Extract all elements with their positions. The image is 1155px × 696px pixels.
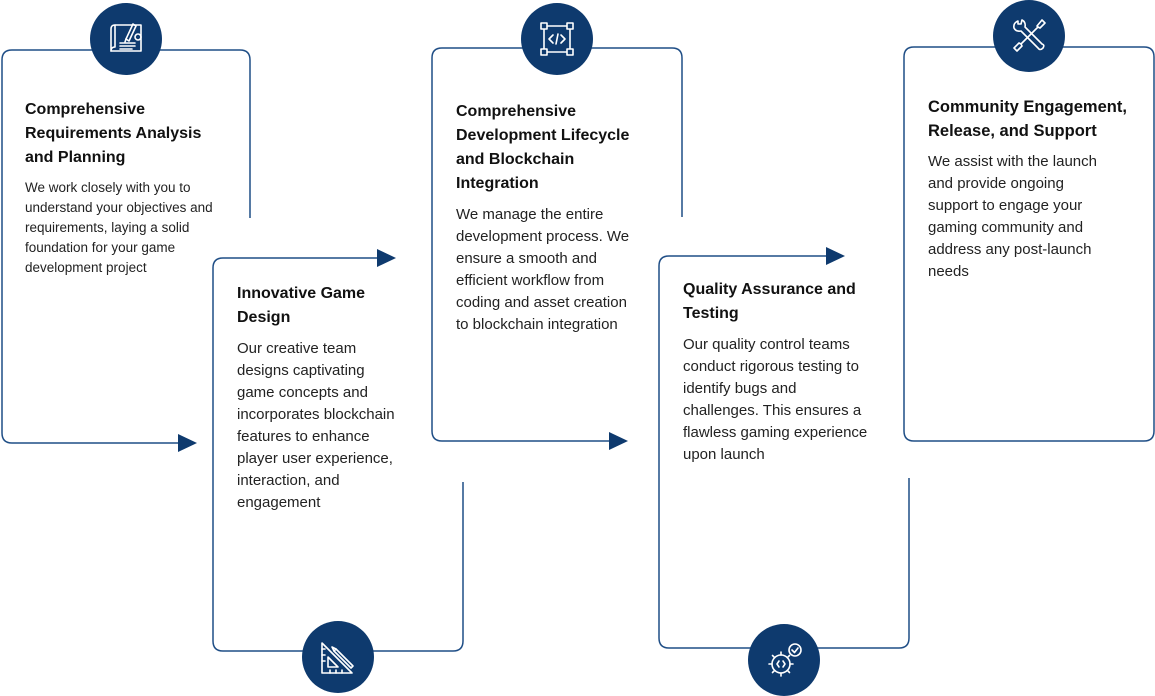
- step-title: Quality Assurance and Testing: [683, 281, 856, 322]
- step-title: Innovative Game Design: [237, 285, 366, 326]
- arrow-icon: [609, 432, 628, 450]
- step-card-3: Comprehensive Development Lifecycle and …: [456, 100, 642, 336]
- card-2-outline: [212, 257, 464, 652]
- arrow-icon: [377, 249, 396, 267]
- step-card-2: Innovative Game Design Our creative team…: [237, 282, 402, 514]
- card-3-outline: [431, 47, 683, 442]
- step-card-5: Community Engagement, Release, and Suppo…: [928, 95, 1150, 283]
- arrow-icon: [826, 247, 845, 265]
- step-card-4: Quality Assurance and Testing Our qualit…: [683, 278, 875, 466]
- card-1-outline: [1, 49, 251, 444]
- card-4-outline: [658, 255, 910, 649]
- design-tools-icon: [302, 621, 374, 693]
- code-gear-check-icon: [748, 624, 820, 696]
- step-description: Our quality control teams conduct rigoro…: [683, 336, 868, 463]
- code-frame-icon: [521, 3, 593, 75]
- card-5-outline: [903, 46, 1155, 442]
- step-title: Community Engagement, Release, and Suppo…: [928, 98, 1127, 140]
- step-title: Comprehensive Requirements Analysis and …: [25, 101, 202, 166]
- step-description: We manage the entire development process…: [456, 206, 630, 333]
- step-description: We work closely with you to understand y…: [25, 180, 213, 275]
- step-title: Comprehensive Development Lifecycle and …: [456, 103, 630, 192]
- step-description: Our creative team designs captivating ga…: [237, 340, 395, 511]
- arrow-icon: [178, 434, 197, 452]
- blueprint-icon: [90, 3, 162, 75]
- wrench-screwdriver-icon: [993, 0, 1065, 72]
- step-description: We assist with the launch and provide on…: [928, 153, 1097, 280]
- step-card-1: Comprehensive Requirements Analysis and …: [25, 98, 215, 278]
